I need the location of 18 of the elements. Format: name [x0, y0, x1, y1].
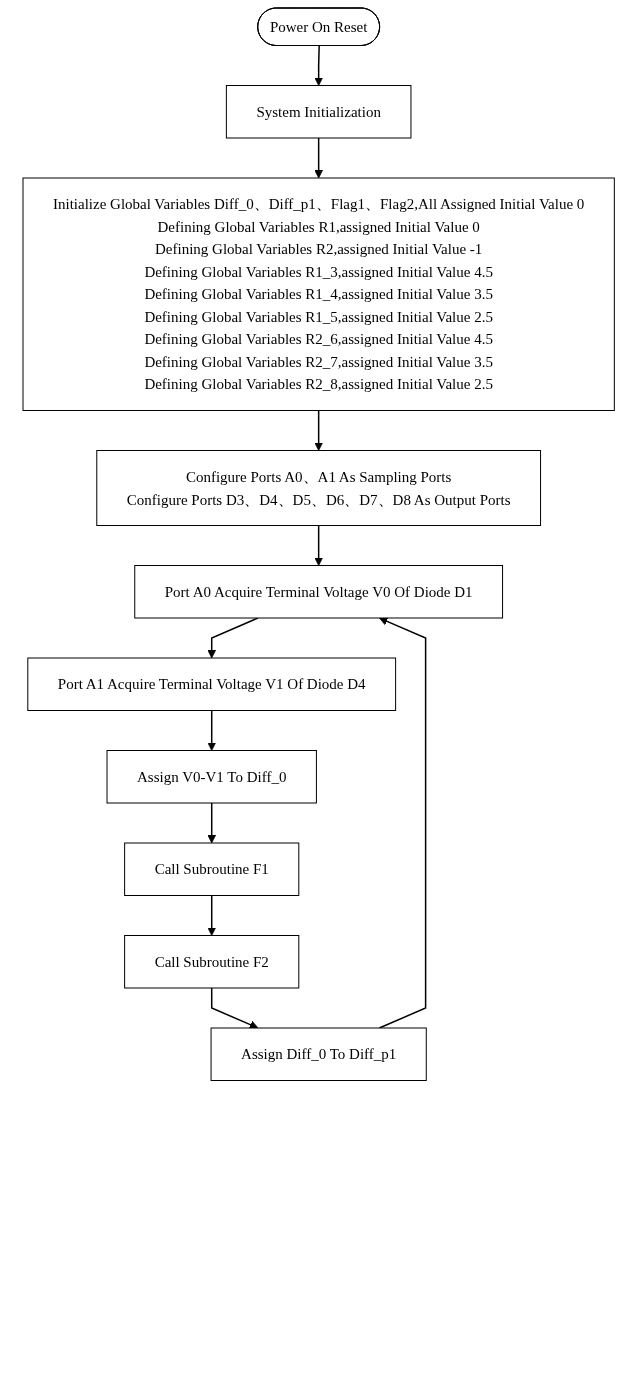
node-box: Configure Ports A0、A1 As Sampling Ports Configure Ports D3、D4、D5、D6、D7、D8 As Output Ports	[96, 450, 542, 526]
arrow	[207, 894, 217, 936]
node-box: Call Subroutine F1	[124, 842, 300, 896]
node-box: Port A0 Acquire Terminal Voltage V0 Of Diode D1	[134, 565, 504, 619]
node-box: Initialize Global Variables Diff_0、Diff_p1、Flag1、Flag2,All Assigned Initial Value 0 Defining Global Variables R1,assigned Initial Value 0 Defining Global Variables R2,assigned Initial Value -1 Defining Global Variables R1_3,assigned Initial Value 4.5 Defining Global Variables R1_4,assigned Initial Value 3.5 Defining Global Variables R1_5,assigned Initial Value 2.5 Defining Global Variables R2_6,assigned Initial Value 4.5 Defining Global Variables R2_7,assigned Initial Value 3.5 Defining Global Variables R2_8,assigned Initial Value 2.5	[22, 177, 616, 411]
arrow	[314, 45, 324, 86]
arrow	[314, 524, 324, 566]
node-box: System Initialization	[226, 85, 412, 139]
node-box: Call Subroutine F2	[124, 935, 300, 989]
node-box: Assign Diff_0 To Diff_p1	[210, 1027, 428, 1081]
arrow	[378, 617, 427, 1029]
node-box: Assign V0-V1 To Diff_0	[106, 750, 318, 804]
node-box: Port A1 Acquire Terminal Voltage V1 Of Diode D4	[27, 657, 397, 711]
arrow	[207, 709, 217, 751]
arrow	[207, 802, 217, 844]
arrow	[314, 409, 324, 451]
arrow	[211, 987, 259, 1029]
arrow	[314, 137, 324, 179]
